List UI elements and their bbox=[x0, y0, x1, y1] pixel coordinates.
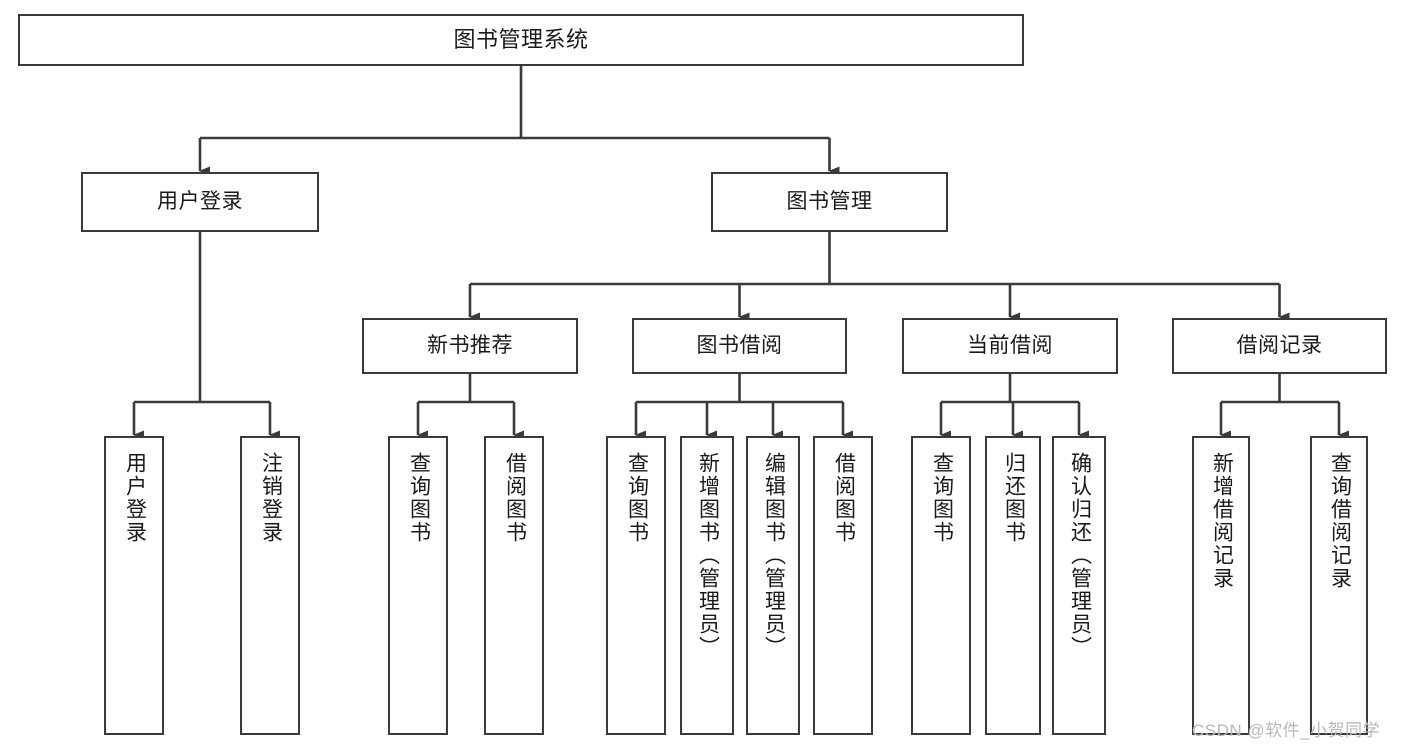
node-label-user-login: 用户登录 bbox=[157, 189, 243, 213]
node-book-manage[interactable]: 图书管理 bbox=[711, 172, 948, 232]
node-new-book-recommend[interactable]: 新书推荐 bbox=[362, 318, 578, 374]
node-leaf-query-book-2[interactable]: 查询图书 bbox=[606, 436, 666, 735]
node-leaf-query-record[interactable]: 查询借阅记录 bbox=[1310, 436, 1368, 735]
node-leaf-edit-book[interactable]: 编辑图书（管理员） bbox=[746, 436, 800, 735]
node-label-leaf-edit-book: 编辑图书（管理员） bbox=[762, 452, 786, 659]
node-label-leaf-borrow-book-2: 借阅图书 bbox=[832, 452, 856, 544]
node-label-new-book-recommend: 新书推荐 bbox=[427, 333, 513, 357]
node-label-leaf-logout: 注销登录 bbox=[259, 452, 283, 544]
connector-lines bbox=[132, 66, 1349, 440]
node-leaf-user-login[interactable]: 用户登录 bbox=[104, 436, 164, 735]
node-root[interactable]: 图书管理系统 bbox=[18, 14, 1024, 66]
node-leaf-query-book-3[interactable]: 查询图书 bbox=[911, 436, 971, 735]
node-label-root: 图书管理系统 bbox=[453, 26, 589, 52]
node-user-login[interactable]: 用户登录 bbox=[81, 172, 319, 232]
node-label-leaf-query-book-3: 查询图书 bbox=[930, 452, 954, 544]
node-label-leaf-return-book: 归还图书 bbox=[1002, 452, 1026, 544]
node-label-leaf-add-book: 新增图书（管理员） bbox=[696, 452, 720, 659]
node-label-leaf-query-record: 查询借阅记录 bbox=[1328, 452, 1352, 590]
watermark-text: CSDN @软件_小贺同学 bbox=[1192, 721, 1381, 740]
node-label-leaf-query-book-1: 查询图书 bbox=[407, 452, 431, 544]
node-leaf-borrow-book-1[interactable]: 借阅图书 bbox=[484, 436, 544, 735]
node-borrow-record[interactable]: 借阅记录 bbox=[1172, 318, 1387, 374]
node-label-book-borrow: 图书借阅 bbox=[696, 333, 783, 357]
node-label-leaf-borrow-book-1: 借阅图书 bbox=[503, 452, 527, 544]
node-label-current-borrow: 当前借阅 bbox=[967, 333, 1053, 357]
node-leaf-add-book[interactable]: 新增图书（管理员） bbox=[680, 436, 734, 735]
node-label-leaf-query-book-2: 查询图书 bbox=[625, 452, 649, 544]
node-leaf-logout[interactable]: 注销登录 bbox=[240, 436, 300, 735]
node-label-leaf-user-login: 用户登录 bbox=[123, 452, 147, 544]
node-label-leaf-confirm-return: 确认归还（管理员） bbox=[1068, 452, 1092, 659]
node-leaf-return-book[interactable]: 归还图书 bbox=[985, 436, 1041, 735]
node-leaf-confirm-return[interactable]: 确认归还（管理员） bbox=[1052, 436, 1106, 735]
node-label-leaf-add-record: 新增借阅记录 bbox=[1210, 452, 1234, 590]
node-leaf-borrow-book-2[interactable]: 借阅图书 bbox=[813, 436, 873, 735]
node-label-borrow-record: 借阅记录 bbox=[1236, 333, 1323, 357]
node-leaf-add-record[interactable]: 新增借阅记录 bbox=[1192, 436, 1250, 735]
node-book-borrow[interactable]: 图书借阅 bbox=[632, 318, 847, 374]
node-current-borrow[interactable]: 当前借阅 bbox=[902, 318, 1118, 374]
node-label-book-manage: 图书管理 bbox=[786, 189, 873, 213]
node-leaf-query-book-1[interactable]: 查询图书 bbox=[388, 436, 448, 735]
